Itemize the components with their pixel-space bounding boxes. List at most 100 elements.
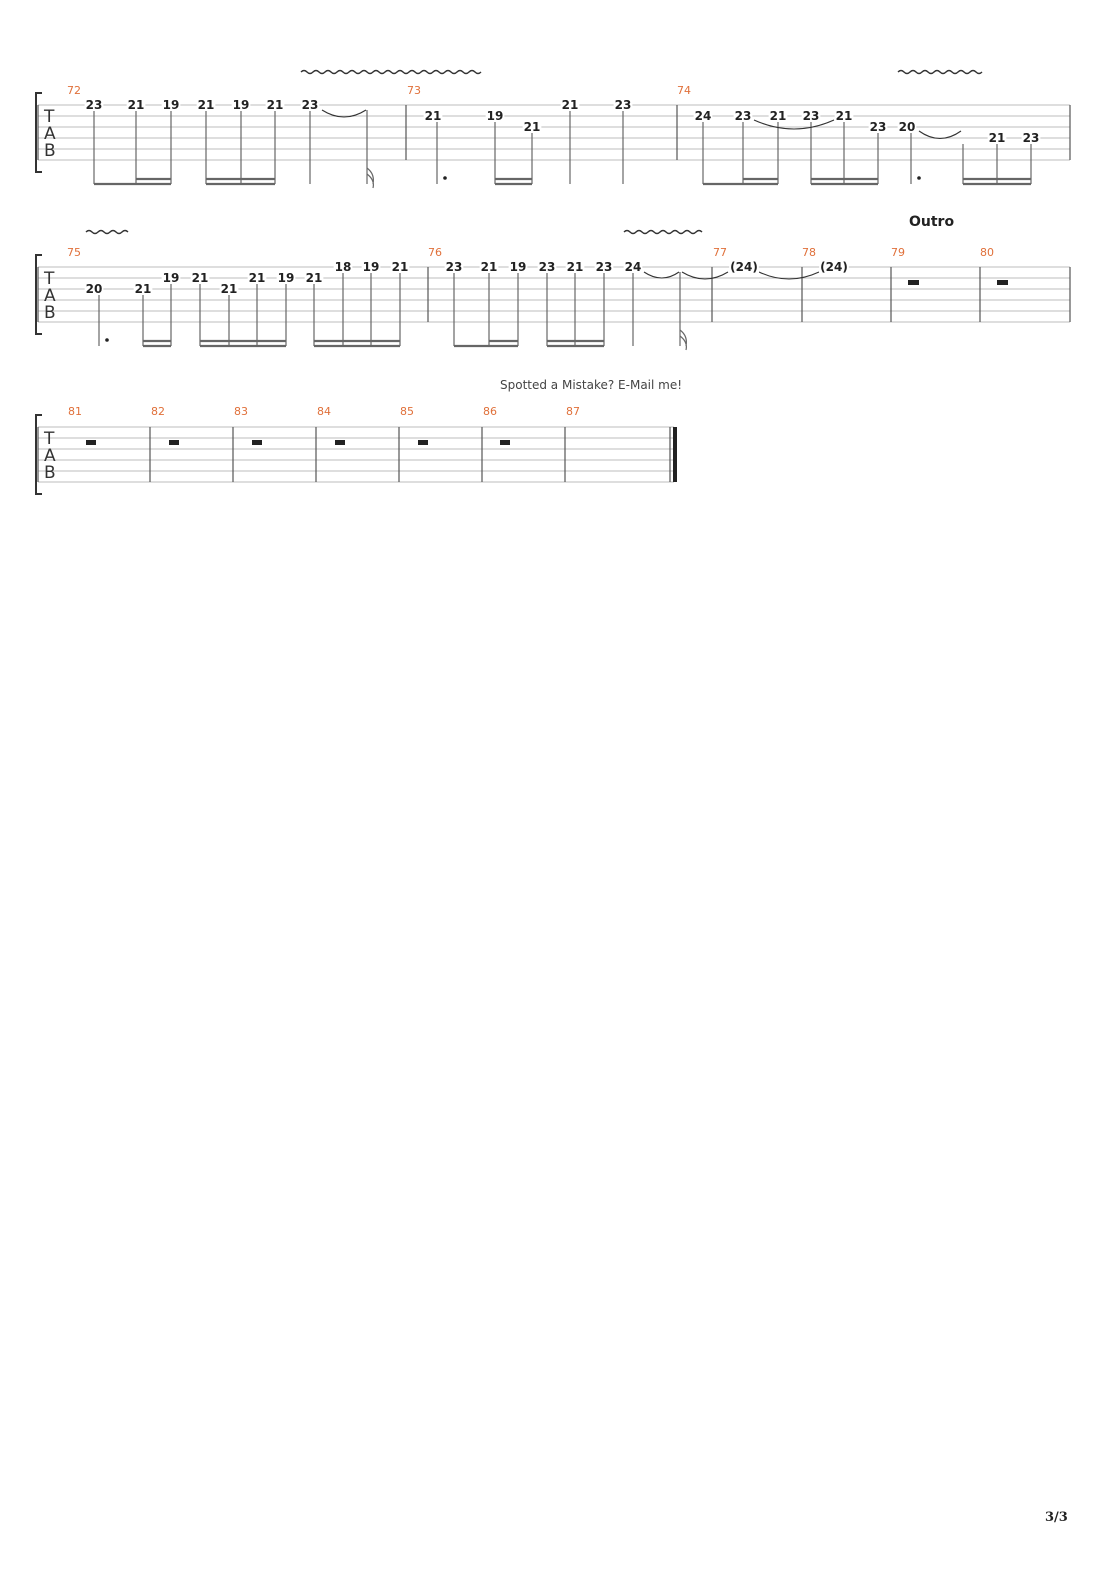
note-stems	[98, 272, 681, 346]
fret-number-backing	[565, 261, 585, 273]
tab-letter-b: B	[44, 141, 56, 161]
fret-number-backing	[265, 99, 285, 111]
staff-lines	[38, 426, 674, 483]
fret-number-backing	[522, 121, 542, 133]
footer-note: Spotted a Mistake? E-Mail me!	[500, 378, 683, 392]
measure-number: 86	[483, 405, 497, 418]
tie-arc	[758, 271, 820, 280]
fret-number: 19	[163, 98, 180, 112]
fret-number: 21	[267, 98, 284, 112]
fret-number: 21	[567, 260, 584, 274]
measure-number: 83	[234, 405, 248, 418]
fret-number: 23	[735, 109, 752, 123]
fret-number-backing	[537, 261, 557, 273]
tab-system-1: T A B 72 73 74	[35, 69, 1071, 189]
measure-number: 81	[68, 405, 82, 418]
fret-number: 24	[625, 260, 642, 274]
fret-number-backing	[84, 99, 104, 111]
fret-number: 21	[524, 120, 541, 134]
measure-number: 82	[151, 405, 165, 418]
fret-number-backing	[768, 110, 788, 122]
tab-letter-b: B	[44, 303, 56, 323]
dotted-note	[105, 338, 109, 342]
fret-number-backing	[161, 272, 181, 284]
fret-number: 20	[86, 282, 103, 296]
vibrato-mark	[623, 229, 703, 235]
fret-number-backing	[1021, 132, 1041, 144]
fret-number-backing	[623, 261, 643, 273]
fret-number-backing	[729, 261, 759, 273]
fret-number-backing	[190, 272, 210, 284]
fret-number-backing	[508, 261, 528, 273]
fret-number-backing	[560, 99, 580, 111]
whole-rest	[418, 440, 428, 445]
fret-number-backing	[219, 283, 239, 295]
fret-number-backing	[196, 99, 216, 111]
measure-number: 79	[891, 246, 905, 259]
fret-number-backing	[693, 110, 713, 122]
fret-number: 21	[306, 271, 323, 285]
measure-number: 84	[317, 405, 331, 418]
fret-number: 19	[233, 98, 250, 112]
note-beams	[143, 339, 604, 348]
whole-rest	[500, 440, 510, 445]
fret-number-backing	[300, 99, 320, 111]
measure-number: 75	[67, 246, 81, 259]
dotted-note	[917, 176, 921, 180]
fret-number: 21	[425, 109, 442, 123]
fret-number: 23	[86, 98, 103, 112]
tie-arc	[321, 109, 367, 118]
final-barline-thick	[673, 427, 677, 482]
system-bracket	[35, 254, 42, 335]
tie-arc	[918, 130, 962, 140]
measure-number: 78	[802, 246, 816, 259]
fret-number-backing	[126, 99, 146, 111]
section-label: Outro	[909, 214, 955, 230]
fret-number: 21	[135, 282, 152, 296]
fret-number-backing	[423, 110, 443, 122]
fret-number: 21	[770, 109, 787, 123]
fret-number-backing	[84, 283, 104, 295]
system-bracket	[35, 414, 42, 495]
tab-letter-a: A	[44, 286, 56, 306]
measure-number: 76	[428, 246, 442, 259]
fret-number: 19	[163, 271, 180, 285]
measure-number: 80	[980, 246, 994, 259]
tab-letter-a: A	[44, 124, 56, 144]
fret-number: 19	[510, 260, 527, 274]
fret-number-backing	[868, 121, 888, 133]
fret-number-backing	[390, 261, 410, 273]
page-number: 3/3	[1045, 1510, 1068, 1525]
measure-number: 77	[713, 246, 727, 259]
fret-number-backing	[819, 261, 849, 273]
vibrato-mark	[85, 229, 129, 235]
fret-number: 21	[989, 131, 1006, 145]
fret-number-backing	[613, 99, 633, 111]
fret-number: 21	[192, 271, 209, 285]
whole-rest	[908, 280, 919, 285]
note-flag	[679, 329, 687, 351]
fret-number-backing	[897, 121, 917, 133]
fret-number: 23	[870, 120, 887, 134]
tab-system-3: T A B 81 82 83 84 85 86 87	[35, 405, 677, 495]
fret-number: 23	[803, 109, 820, 123]
fret-number-backing	[161, 99, 181, 111]
fret-number: 21	[128, 98, 145, 112]
tie-arc	[753, 119, 835, 130]
fret-number: 23	[1023, 131, 1040, 145]
fret-number: 20	[899, 120, 916, 134]
tab-letter-b: B	[44, 463, 56, 483]
fret-numbers: 23 21 19 21 19 21 23 21 19 21 21 23 24 2…	[84, 98, 1041, 145]
fret-number-backing	[834, 110, 854, 122]
tie-arc	[681, 271, 729, 280]
whole-rest	[86, 440, 96, 445]
fret-number-backing	[479, 261, 499, 273]
fret-number-backing	[133, 283, 153, 295]
fret-number: 23	[596, 260, 613, 274]
whole-rest	[252, 440, 262, 445]
fret-number: 24	[695, 109, 712, 123]
measure-number: 87	[566, 405, 580, 418]
fret-number: 21	[836, 109, 853, 123]
fret-number: 21	[392, 260, 409, 274]
fret-number: 21	[249, 271, 266, 285]
